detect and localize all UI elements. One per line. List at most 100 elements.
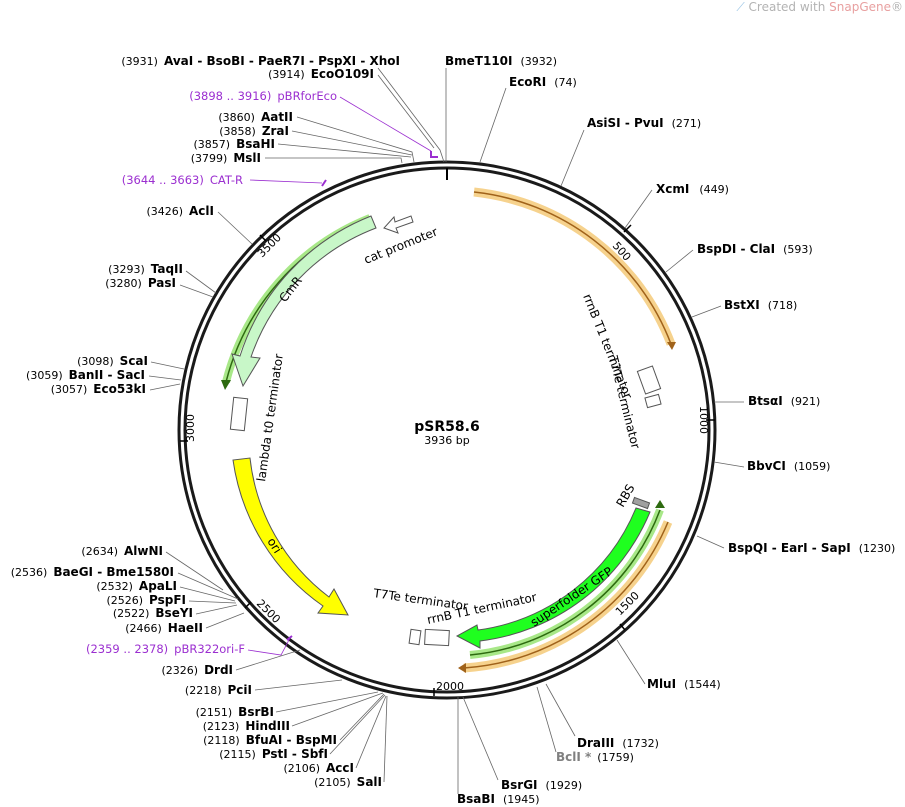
site-pos-2106: (2106) bbox=[283, 762, 320, 775]
tick-label-2000: 2000 bbox=[436, 680, 464, 693]
site-1544: MluI (1544) bbox=[647, 677, 721, 691]
site-2123: (2123)HindIII bbox=[203, 719, 290, 733]
snapgene-logo-icon: ⟋ bbox=[736, 0, 745, 14]
backbone-outer-ring bbox=[177, 160, 717, 700]
plasmid-name: pSR58.6 bbox=[414, 419, 479, 435]
site-2466: (2466)HaeII bbox=[125, 621, 203, 635]
site-3280: (3280)PasI bbox=[105, 276, 176, 290]
site-pos-2526: (2526) bbox=[106, 594, 143, 607]
site-names-2123: HindIII bbox=[245, 719, 290, 733]
site-names-3799: MslI bbox=[233, 151, 261, 165]
primer-marks bbox=[286, 151, 438, 641]
site-names-2118: BfuAI - BspMI bbox=[246, 733, 337, 747]
site-271: AsiSI - PvuI(271) bbox=[587, 116, 701, 130]
t7te-terminator-box-bottom bbox=[408, 628, 422, 646]
site-names-3932: BmeT110I bbox=[445, 54, 513, 68]
site-pos-3057: (3057) bbox=[51, 383, 88, 396]
watermark: ⟋ Created with SnapGene® bbox=[736, 0, 903, 15]
site-pos-2536: (2536) bbox=[11, 566, 48, 579]
leader-1929 bbox=[462, 696, 499, 781]
leader-3059 bbox=[148, 375, 182, 381]
leader-2118 bbox=[339, 693, 385, 741]
superfolder-gfp-feature bbox=[455, 507, 651, 649]
site-names-3858: ZraI bbox=[262, 124, 289, 138]
site-3293: (3293)TaqII bbox=[108, 262, 183, 276]
site-3799: (3799)MslI bbox=[191, 151, 261, 165]
site-2536: (2536)BaeGI - Bme1580I bbox=[11, 565, 174, 579]
leader-271 bbox=[560, 129, 585, 187]
label-rbs: RBS bbox=[613, 482, 637, 510]
site-pos-2151: (2151) bbox=[196, 706, 233, 719]
site-pos-718: (718) bbox=[768, 299, 798, 312]
superfolder-gfp-green-arc-line bbox=[469, 509, 661, 656]
leader-449 bbox=[624, 189, 653, 229]
site-names-2522: BseYI bbox=[155, 606, 193, 620]
site-1929: BsrGI (1929) bbox=[501, 778, 582, 792]
site-pos-1544: (1544) bbox=[684, 678, 721, 691]
leader-3858 bbox=[291, 130, 413, 156]
primer-name-cat-r: CAT-R bbox=[210, 173, 243, 187]
primer-cat-r: (3644 .. 3663)CAT-R bbox=[122, 173, 243, 187]
site-pos-74: (74) bbox=[554, 76, 577, 89]
site-pos-2532: (2532) bbox=[96, 580, 133, 593]
site-pos-3293: (3293) bbox=[108, 263, 145, 276]
site-names-3059: BanII - SacI bbox=[69, 368, 145, 382]
primer-mark-pbr322ori-f bbox=[286, 635, 293, 641]
site-pos-921: (921) bbox=[791, 395, 821, 408]
leader-2522 bbox=[195, 604, 238, 615]
leader-3799 bbox=[265, 157, 403, 164]
rrnb-t1-terminator-box-bottom bbox=[424, 628, 450, 647]
site-2105: (2105)SalI bbox=[314, 775, 382, 789]
leader-3914 bbox=[377, 74, 435, 149]
site-names-1059: BbvCI bbox=[747, 459, 786, 473]
leader-2106 bbox=[355, 695, 387, 769]
tick-label-3000: 3000 bbox=[184, 414, 197, 442]
cat-promoter-feature bbox=[383, 215, 414, 234]
site-names-1929: BsrGI bbox=[501, 778, 538, 792]
leader-2218 bbox=[254, 679, 343, 691]
site-pos-1759: (1759) bbox=[597, 751, 634, 764]
leader-2536 bbox=[177, 572, 239, 600]
leader-3931 bbox=[377, 67, 445, 163]
leader-pbr322ori-f bbox=[247, 637, 291, 656]
site-names-1230: BspQI - EarI - SapI bbox=[728, 541, 851, 555]
rrnb-t1-terminator-arrow-2 bbox=[458, 663, 466, 673]
t7te-terminator-box-right bbox=[644, 393, 662, 409]
site-names-2106: AccI bbox=[326, 761, 354, 775]
site-2634: (2634)AlwNI bbox=[81, 544, 163, 558]
site-74: EcoRI(74) bbox=[509, 75, 577, 89]
site-pos-2466: (2466) bbox=[125, 622, 162, 635]
site-1059: BbvCI (1059) bbox=[747, 459, 830, 473]
rrnb-t1-terminator-arrow-1 bbox=[667, 342, 676, 350]
leader-1059 bbox=[713, 461, 745, 468]
site-pos-1929: (1929) bbox=[546, 779, 583, 792]
lambda-t0-terminator-box bbox=[229, 396, 249, 432]
site-449: XcmI(449) bbox=[656, 182, 729, 196]
site-pos-2115: (2115) bbox=[219, 748, 256, 761]
site-pos-2522: (2522) bbox=[113, 607, 150, 620]
primer-pbr322ori-f: (2359 .. 2378)pBR322ori-F bbox=[86, 642, 245, 656]
site-2522: (2522) BseYI bbox=[113, 606, 193, 620]
tick-3500 bbox=[259, 234, 267, 242]
site-names-2326: DrdI bbox=[204, 663, 233, 677]
site-names-1945: BsaBI bbox=[457, 792, 495, 806]
site-names-2526: PspFI bbox=[149, 593, 186, 607]
tick-500 bbox=[623, 224, 632, 233]
site-pos-1059: (1059) bbox=[794, 460, 831, 473]
site-pos-3280: (3280) bbox=[105, 277, 142, 290]
site-1945: BsaBI(1945) bbox=[457, 792, 540, 806]
leader-3857 bbox=[277, 143, 412, 158]
leader-2151 bbox=[275, 691, 379, 713]
site-names-2105: SalI bbox=[357, 775, 382, 789]
primer-range-pbr322ori-f: (2359 .. 2378) bbox=[86, 642, 168, 656]
site-names-3426: AclI bbox=[189, 204, 214, 218]
rrnb-t1-terminator-box-right bbox=[636, 365, 662, 395]
site-labels-left: (3931)AvaI - BsoBI - PaeR7I - PspXI - Xh… bbox=[11, 54, 400, 789]
leader-2115 bbox=[329, 694, 386, 755]
site-names-1544: MluI bbox=[647, 677, 676, 691]
leader-1544 bbox=[616, 639, 646, 685]
leader-2105 bbox=[383, 695, 388, 783]
site-pos-3857: (3857) bbox=[194, 138, 231, 151]
site-1230: BspQI - EarI - SapI(1230) bbox=[728, 541, 895, 555]
site-names-593: BspDI - ClaI bbox=[697, 242, 775, 256]
